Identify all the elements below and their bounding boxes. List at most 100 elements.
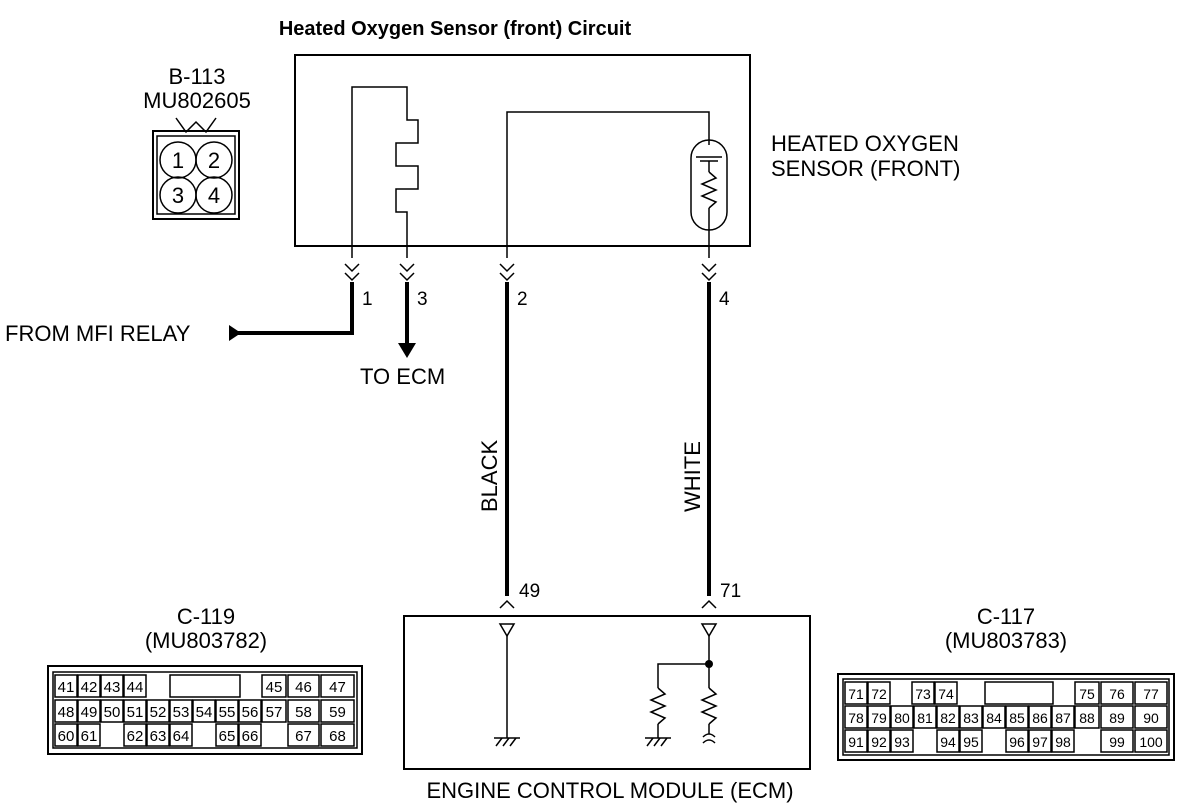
connector-pin-cell (1051, 729, 1075, 753)
sensor-label-line2: SENSOR (FRONT) (771, 156, 960, 181)
arrow-from-mfi-relay (229, 325, 241, 341)
to-ecm-label: TO ECM (360, 364, 445, 389)
connector-pin-cell (146, 699, 170, 723)
connector-pin-cell (936, 705, 960, 729)
connector-pin-number: 49 (81, 704, 98, 721)
connector-pin-number: 80 (894, 710, 910, 726)
from-mfi-relay-label: FROM MFI RELAY (5, 321, 191, 346)
connector-pin-cell (959, 729, 983, 753)
wire-color-white: WHITE (680, 441, 705, 512)
connector-right-part: (MU803783) (945, 628, 1067, 653)
connector-pin-number: 88 (1079, 710, 1095, 726)
ecm-chevrons (499, 599, 717, 609)
connector-pin-number: 86 (1032, 710, 1048, 726)
connector-pin-number: 66 (242, 728, 259, 745)
pin-number: 3 (172, 183, 184, 208)
connector-housing (152, 130, 240, 220)
connector-pin-cell (54, 723, 78, 747)
connector-pin-number: 55 (219, 704, 236, 721)
connector-pin-number: 57 (266, 704, 283, 721)
connector-pin-cell (1134, 705, 1168, 729)
pin-number: 2 (208, 148, 220, 173)
connector-pin-cell (1074, 705, 1100, 729)
connector-pin-cell (169, 699, 193, 723)
connector-pin-cell (844, 681, 868, 705)
connector-pin-number: 44 (127, 679, 144, 696)
connector-pin-cell (146, 723, 170, 747)
pin-label-1: 1 (362, 289, 373, 310)
connector-pin-cell (890, 729, 914, 753)
connector-pin-number: 97 (1032, 734, 1048, 750)
connector-pin-number: 71 (848, 686, 864, 702)
connector-pin-cell (1051, 705, 1075, 729)
connector-pin-number: 83 (963, 710, 979, 726)
connector-pin-cell (100, 674, 124, 698)
connector-chevrons (344, 263, 717, 282)
pin-label-4: 4 (719, 289, 730, 310)
heater-element (351, 86, 419, 258)
ecm-box (403, 615, 811, 770)
pin-circle (195, 176, 233, 214)
connector-pin-number: 77 (1143, 686, 1159, 702)
diagram-title: Heated Oxygen Sensor (front) Circuit (279, 18, 632, 40)
connector-pin-number: 81 (917, 710, 933, 726)
connector-pin-number: 63 (150, 728, 167, 745)
connector-pin-cell (936, 729, 960, 753)
connector-pin-cell (192, 699, 216, 723)
connector-pin-cell (844, 729, 868, 753)
sensor-connector: B-113 MU802605 1 2 3 4 (143, 64, 251, 220)
connector-pin-number: 72 (871, 686, 887, 702)
sensor-connector-id: B-113 (168, 64, 225, 89)
connector-pin-cell (261, 674, 287, 698)
connector-pin-number: 62 (127, 728, 144, 745)
connector-pin-number: 85 (1009, 710, 1025, 726)
connector-pin-number: 65 (219, 728, 236, 745)
connector-right-id: C-117 (977, 604, 1035, 629)
connector-pin-number: 90 (1143, 710, 1159, 726)
connector-pin-cell (1134, 681, 1168, 705)
connector-pin-cell (54, 674, 78, 698)
connector-pin-cell (911, 681, 935, 705)
ecm-label: ENGINE CONTROL MODULE (ECM) (426, 778, 793, 803)
connector-pin-cell (287, 674, 320, 698)
connector-pin-number: 79 (871, 710, 887, 726)
connector-pin-number: 84 (986, 710, 1002, 726)
connector-pin-cell (287, 699, 320, 723)
connector-pin-number: 76 (1109, 686, 1125, 702)
connector-pin-cell (238, 723, 262, 747)
connector-pin-cell (1100, 681, 1134, 705)
connector-pin-number: 99 (1109, 734, 1125, 750)
connector-pin-number: 91 (848, 734, 864, 750)
connector-pin-number: 52 (150, 704, 167, 721)
connector-pin-number: 46 (295, 679, 312, 696)
connector-pin-cell (982, 705, 1006, 729)
connector-pin-cell (867, 705, 891, 729)
pin-label-2: 2 (517, 289, 528, 310)
connector-pin-cell (934, 681, 958, 705)
connector-pin-number: 61 (81, 728, 98, 745)
connector-pin-number: 41 (58, 679, 75, 696)
arrow-to-ecm (398, 343, 416, 358)
connector-pin-cell (844, 705, 868, 729)
connector-pin-number: 53 (173, 704, 190, 721)
connector-pin-number: 73 (915, 686, 931, 702)
ecm-pin-49: 49 (519, 581, 540, 602)
connector-pin-cell (1074, 681, 1100, 705)
connector-key-mark (175, 117, 217, 134)
connector-pin-cell (1134, 729, 1168, 753)
connector-pin-number: 45 (266, 679, 283, 696)
connector-pin-cell (1028, 729, 1052, 753)
connector-pin-number: 50 (104, 704, 121, 721)
connector-pin-number: 48 (58, 704, 75, 721)
connector-pin-cell (1100, 729, 1134, 753)
connector-pin-cell (913, 705, 937, 729)
connector-pin-number: 82 (940, 710, 956, 726)
connector-pin-cell (77, 674, 101, 698)
connector-pin-cell (100, 699, 124, 723)
pin-number: 4 (208, 183, 220, 208)
connector-pin-number: 96 (1009, 734, 1025, 750)
connector-pin-cell (169, 723, 193, 747)
